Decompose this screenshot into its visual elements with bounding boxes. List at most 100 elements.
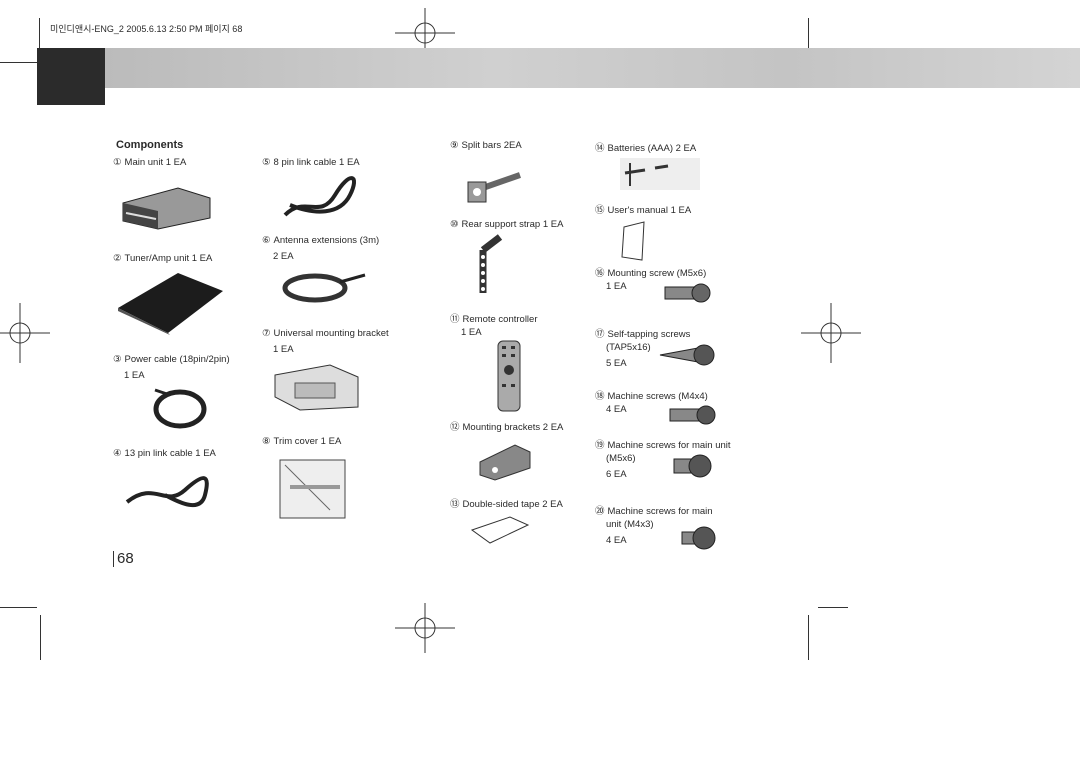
item-label: Split bars 2EA	[461, 140, 522, 151]
crop-mark	[0, 62, 37, 63]
item-label: Universal mounting bracket	[273, 328, 389, 339]
item-label: Rear support strap 1 EA	[461, 219, 564, 230]
remote-controller-image	[497, 340, 521, 412]
page-number: 68	[117, 550, 134, 567]
machine-screw-m4x3-image	[681, 526, 716, 550]
item-number: ⑪	[450, 314, 460, 325]
item-label: User's manual 1 EA	[607, 205, 692, 216]
page-number-bar	[113, 551, 114, 567]
item-label: Double-sided tape 2 EA	[462, 499, 563, 510]
mounting-bracket-image	[274, 364, 359, 411]
main-unit-image	[122, 187, 211, 230]
item-number: ⑲	[595, 440, 605, 451]
item-number: ⑮	[595, 205, 605, 216]
item-label: Tuner/Amp unit 1 EA	[124, 253, 213, 264]
item-label: Machine screws (M4x4)	[607, 391, 708, 402]
crop-mark	[39, 18, 40, 62]
component-item-line: 1 EA	[461, 327, 482, 338]
self-tapping-screw-image	[659, 344, 715, 366]
item-label: Batteries (AAA) 2 EA	[607, 143, 697, 154]
item-number: ⑨	[450, 140, 459, 151]
crop-mark	[818, 607, 848, 608]
item-number: ⑱	[595, 391, 605, 402]
8pin-cable-image	[283, 176, 356, 217]
13pin-cable-image	[125, 476, 209, 508]
component-item-line: 4 EA	[606, 535, 627, 546]
item-number: ①	[113, 157, 122, 168]
users-manual-image	[621, 221, 645, 261]
item-number: ②	[113, 253, 122, 264]
section-title: Components	[116, 139, 184, 151]
registration-mark-icon	[0, 303, 50, 363]
component-item-line: unit (M4x3)	[606, 519, 654, 530]
component-item-line: 1 EA	[606, 281, 627, 292]
item-number: ⑤	[262, 157, 271, 168]
item-label: Self-tapping screws	[607, 329, 691, 340]
power-cable-image	[153, 388, 207, 429]
item-label: Trim cover 1 EA	[273, 436, 342, 447]
machine-screw-m4x4-image	[669, 405, 716, 425]
item-number: ③	[113, 354, 122, 365]
mounting-brackets-image	[479, 444, 531, 481]
batteries-image	[620, 158, 700, 190]
component-item-line: 2 EA	[273, 251, 294, 262]
item-label: 8 pin link cable 1 EA	[273, 157, 360, 168]
split-bar-image	[467, 172, 521, 203]
item-label: Power cable (18pin/2pin)	[124, 354, 230, 365]
item-label: Remote controller	[462, 314, 538, 325]
item-label: 13 pin link cable 1 EA	[124, 448, 216, 459]
component-item-line: (TAP5x16)	[606, 342, 651, 353]
component-item-line: 5 EA	[606, 358, 627, 369]
component-item-line: 4 EA	[606, 404, 627, 415]
item-label: Mounting screw (M5x6)	[607, 268, 707, 279]
crop-mark	[0, 607, 37, 608]
tuner-amp-image	[118, 273, 223, 335]
mounting-screw-image	[664, 283, 711, 303]
item-number: ⑧	[262, 436, 271, 447]
item-number: ⑭	[595, 143, 605, 154]
item-number: ⑳	[595, 506, 605, 517]
registration-mark-icon	[395, 603, 455, 653]
header-band	[105, 48, 1080, 88]
item-number: ⑥	[262, 235, 271, 246]
item-label: Mounting brackets 2 EA	[462, 422, 564, 433]
item-number: ⑬	[450, 499, 460, 510]
item-label: Machine screws for main	[607, 506, 713, 517]
item-label: Main unit 1 EA	[124, 157, 187, 168]
antenna-extension-image	[282, 273, 366, 303]
component-item-line: 1 EA	[273, 344, 294, 355]
item-number: ⑦	[262, 328, 271, 339]
item-number: ⑯	[595, 268, 605, 279]
trim-cover-image	[279, 459, 346, 519]
registration-mark-icon	[801, 303, 861, 363]
item-label: Antenna extensions (3m)	[273, 235, 380, 246]
print-slug: 미인디앤시-ENG_2 2005.6.13 2:50 PM 페이지 68	[50, 24, 243, 34]
item-label: Machine screws for main unit	[607, 440, 731, 451]
rear-support-strap-image	[479, 234, 503, 293]
component-item-line: 1 EA	[124, 370, 145, 381]
item-number: ⑫	[450, 422, 460, 433]
double-sided-tape-image	[470, 516, 530, 544]
item-number: ④	[113, 448, 122, 459]
header-dark-block	[37, 48, 105, 105]
